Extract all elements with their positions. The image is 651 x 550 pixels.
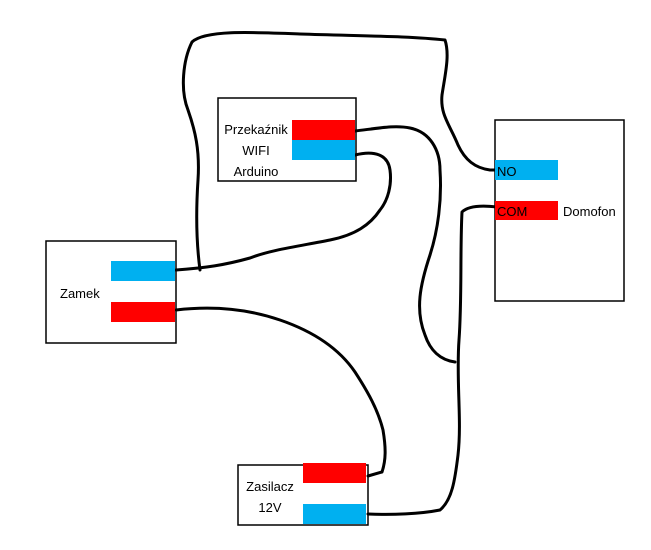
relay-label-line3: Arduino bbox=[234, 164, 279, 179]
wire-relay-loop bbox=[353, 125, 457, 364]
relay-label-line1: Przekaźnik bbox=[224, 122, 288, 137]
intercom-label: Domofon bbox=[563, 204, 616, 219]
intercom-com-terminal bbox=[495, 201, 558, 220]
relay-label-line2: WIFI bbox=[242, 143, 269, 158]
power-label-line1: Zasilacz bbox=[246, 479, 294, 494]
intercom-no-label: NO bbox=[497, 164, 517, 179]
relay-red-terminal bbox=[292, 120, 355, 140]
wire-lock-red-to-power bbox=[174, 306, 387, 478]
intercom-com-label: COM bbox=[497, 204, 527, 219]
lock-box bbox=[45, 240, 177, 344]
power-blue-terminal bbox=[303, 504, 366, 524]
power-label-line2: 12V bbox=[258, 500, 281, 515]
relay-blue-terminal bbox=[292, 140, 355, 160]
wire-top-loop bbox=[181, 30, 499, 272]
lock-red-terminal bbox=[111, 302, 175, 322]
power-red-terminal bbox=[303, 463, 366, 483]
wire-com-to-power bbox=[366, 204, 499, 516]
lock-blue-terminal bbox=[111, 261, 175, 281]
lock-label: Zamek bbox=[60, 286, 100, 301]
wire-relay-blue-to-lock bbox=[174, 151, 392, 272]
intercom-no-terminal bbox=[495, 160, 558, 180]
